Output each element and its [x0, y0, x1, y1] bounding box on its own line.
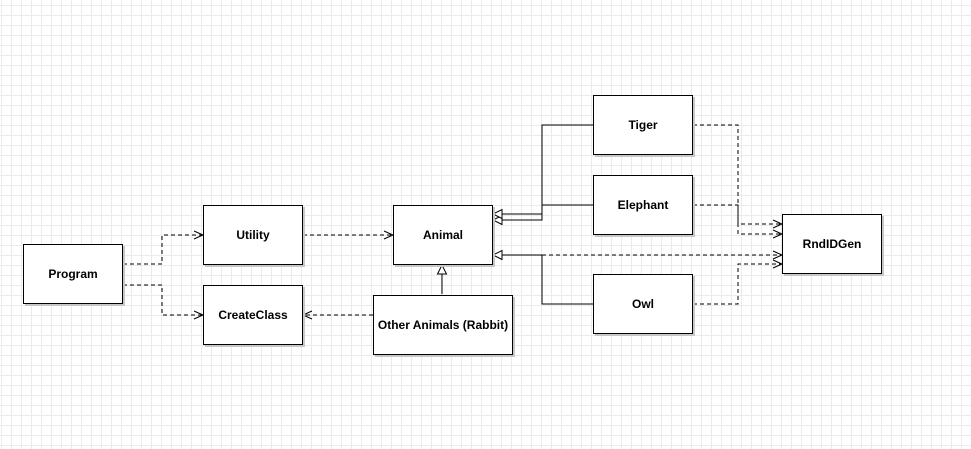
utility-label: Utility [236, 228, 270, 242]
other-animals-label: Other Animals (Rabbit) [377, 318, 509, 332]
edge-tiger-rndidgen[interactable] [693, 124, 784, 229]
owl-label: Owl [631, 297, 654, 311]
edge-program-utility[interactable] [123, 230, 205, 265]
elephant-label: Elephant [617, 198, 669, 212]
elephant-class-box[interactable]: Elephant [593, 175, 693, 235]
edge-owl-animal[interactable] [491, 249, 593, 305]
other-animals-class-box[interactable]: Other Animals (Rabbit) [373, 295, 513, 355]
edge-program-createclass[interactable] [123, 284, 205, 320]
animal-label: Animal [422, 228, 463, 242]
rndidgen-class-box[interactable]: RndIDGen [782, 214, 882, 274]
animal-class-box[interactable]: Animal [393, 205, 493, 265]
program-label: Program [48, 267, 98, 281]
createclass-label: CreateClass [218, 308, 288, 322]
edge-tiger-animal[interactable] [491, 124, 593, 226]
owl-class-box[interactable]: Owl [593, 274, 693, 334]
program-class-box[interactable]: Program [23, 244, 123, 304]
createclass-class-box[interactable]: CreateClass [203, 285, 303, 345]
edge-elephant-animal[interactable] [491, 204, 593, 220]
edge-owl-rndidgen[interactable] [693, 259, 784, 305]
utility-class-box[interactable]: Utility [203, 205, 303, 265]
tiger-class-box[interactable]: Tiger [593, 95, 693, 155]
edge-elephant-rndidgen[interactable] [693, 204, 784, 239]
rndidgen-label: RndIDGen [802, 237, 862, 251]
tiger-label: Tiger [628, 118, 658, 132]
